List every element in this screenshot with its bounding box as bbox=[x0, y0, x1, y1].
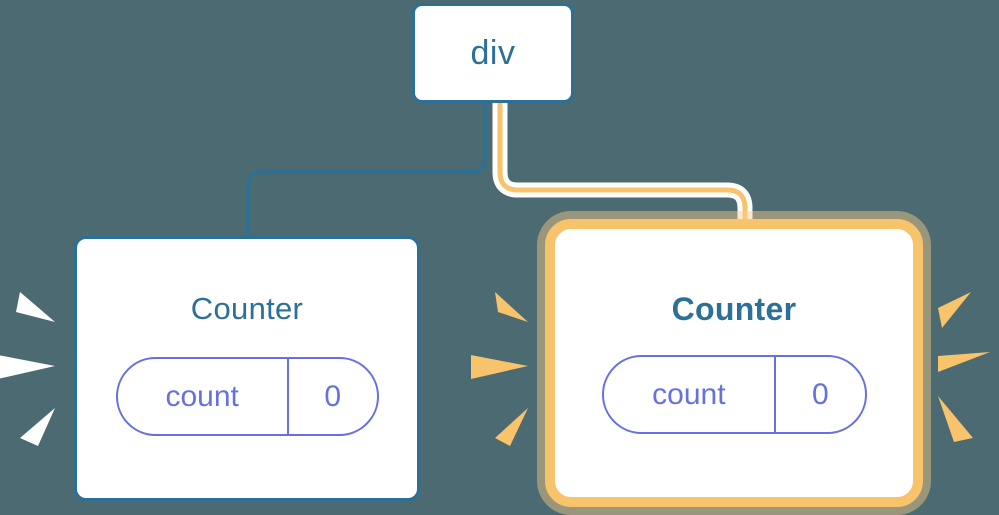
state-key-label: count bbox=[165, 379, 239, 413]
spark-shard-icon bbox=[16, 292, 55, 322]
sparks-left-outer-icon bbox=[0, 280, 60, 450]
edge-div-to-counter-left bbox=[246, 101, 487, 238]
spark-shard-icon bbox=[0, 355, 55, 379]
node-counter-right-title: Counter bbox=[671, 291, 797, 327]
spark-shard-icon bbox=[938, 352, 990, 372]
spark-shard-icon bbox=[938, 292, 971, 328]
state-pill-left: count 0 bbox=[115, 357, 379, 436]
sparks-left-inner-icon bbox=[466, 280, 528, 450]
state-value-label: 0 bbox=[286, 359, 377, 434]
spark-shard-icon bbox=[495, 292, 528, 322]
node-counter-right-card: Counter count 0 bbox=[561, 235, 907, 491]
node-div-label: div bbox=[470, 34, 516, 72]
spark-shard-icon bbox=[938, 396, 973, 442]
state-pill-right: count 0 bbox=[601, 355, 867, 434]
edge-div-to-counter-right bbox=[497, 100, 748, 239]
spark-shard-icon bbox=[20, 408, 55, 446]
node-counter-left[interactable]: Counter count 0 bbox=[74, 236, 420, 501]
state-value-label: 0 bbox=[774, 357, 864, 432]
spark-shard-icon bbox=[471, 355, 528, 379]
sparks-right-outer-icon bbox=[928, 278, 990, 448]
node-div[interactable]: div bbox=[412, 3, 574, 103]
node-counter-right[interactable]: Counter count 0 bbox=[545, 219, 923, 507]
spark-shard-icon bbox=[495, 408, 528, 446]
state-key-label: count bbox=[652, 377, 726, 411]
node-counter-left-title: Counter bbox=[190, 291, 304, 326]
edge-div-to-counter-right-halo bbox=[492, 95, 753, 244]
